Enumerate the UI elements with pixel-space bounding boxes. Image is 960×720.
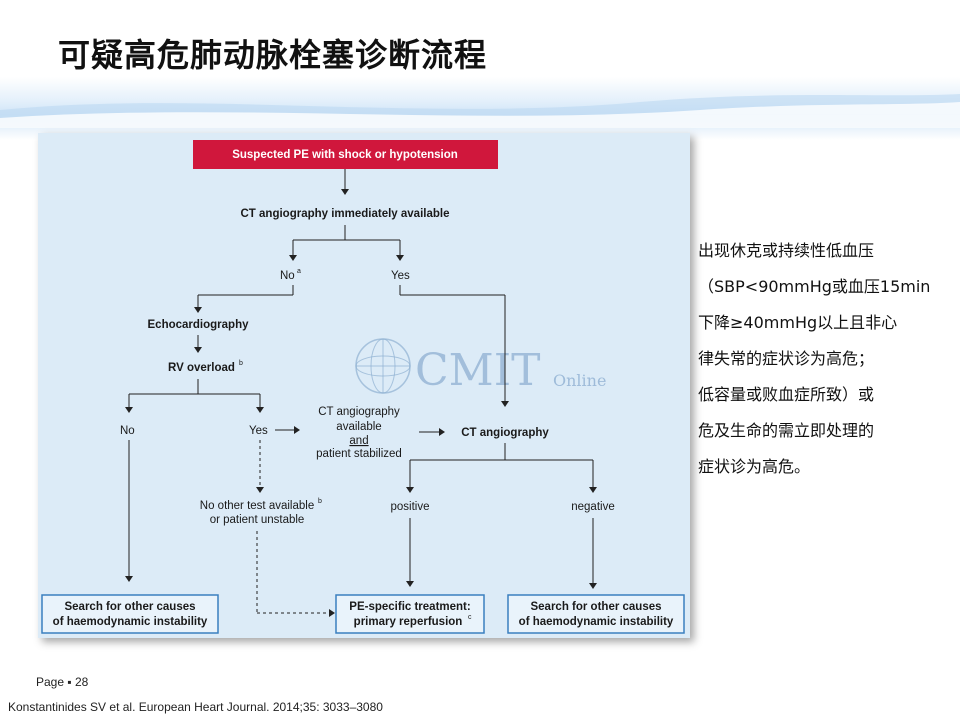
watermark-sub: Online — [553, 371, 606, 390]
side-note: 出现休克或持续性低血压 （SBP<90mmHg或血压15min 下降≥40mmH… — [698, 233, 948, 485]
start-box — [193, 140, 498, 169]
side-note-line: （SBP<90mmHg或血压15min — [698, 277, 931, 296]
arrowhead — [256, 407, 264, 413]
end-box-right — [507, 594, 685, 634]
end-box-right-line1: Search for other causes — [530, 601, 661, 613]
side-note-line: 出现休克或持续性低血压 — [698, 241, 875, 260]
end-box-middle — [335, 594, 485, 634]
arrowhead — [439, 428, 445, 436]
arrowhead — [406, 581, 414, 587]
arrowhead — [341, 189, 349, 195]
yes-label: Yes — [391, 270, 410, 282]
side-note-line: 低容量或败血症所致）或 — [698, 385, 875, 404]
end-box-middle-line2: primary reperfusion — [354, 616, 463, 628]
no-other-test-footnote: b — [318, 498, 322, 505]
arrowhead — [256, 487, 264, 493]
arrowhead — [589, 487, 597, 493]
ct-conditional-line1: CT angiography — [318, 406, 400, 418]
ct-conditional-line4: patient stabilized — [316, 448, 402, 460]
arrowhead — [125, 576, 133, 582]
ct-conditional-line3: and — [349, 435, 368, 447]
arrowhead — [396, 255, 404, 261]
end-box-left-line1: Search for other causes — [64, 601, 195, 613]
no-other-test-line2: or patient unstable — [210, 514, 305, 526]
side-note-line: 危及生命的需立即处理的 — [698, 421, 875, 440]
no-footnote: a — [297, 268, 301, 275]
end-box-right-line2: of haemodynamic instability — [519, 616, 674, 628]
end-box-left-line2: of haemodynamic instability — [53, 616, 208, 628]
positive-label: positive — [391, 501, 430, 513]
arrowhead — [194, 307, 202, 313]
arrowhead — [289, 255, 297, 261]
header-wave-decoration — [0, 94, 960, 128]
arrowhead — [194, 347, 202, 353]
arrowhead — [501, 401, 509, 407]
side-note-line: 下降≥40mmHg以上且非心 — [698, 313, 898, 332]
arrowhead — [589, 583, 597, 589]
ct-conditional-line2: available — [336, 421, 381, 433]
start-box-label: Suspected PE with shock or hypotension — [232, 149, 458, 161]
no2-label: No — [120, 425, 135, 437]
echocardiography-label: Echocardiography — [148, 319, 250, 331]
flowchart-figure: CMIT Online Suspected PE with shock or h… — [38, 133, 690, 638]
arrowhead — [406, 487, 414, 493]
rv-overload-label: RV overload — [168, 362, 235, 374]
slide-title: 可疑高危肺动脉栓塞诊断流程 — [58, 36, 488, 74]
rv-overload-footnote: b — [239, 360, 243, 367]
watermark-brand: CMIT — [415, 345, 540, 396]
negative-label: negative — [571, 501, 614, 513]
yes2-label: Yes — [249, 425, 268, 437]
citation: Konstantinides SV et al. European Heart … — [8, 700, 383, 714]
arrowhead — [125, 407, 133, 413]
globe-icon — [355, 338, 411, 394]
ct-available-label: CT angiography immediately available — [241, 208, 450, 220]
end-box-left — [41, 594, 219, 634]
ct-angiography-label: CT angiography — [461, 427, 549, 439]
watermark: CMIT Online — [355, 338, 606, 396]
arrowhead — [294, 426, 300, 434]
arrowhead — [329, 609, 335, 617]
flowchart-diagram: CMIT Online Suspected PE with shock or h… — [41, 140, 685, 634]
side-note-line: 律失常的症状诊为高危； — [698, 349, 875, 368]
no-other-test-line1: No other test available — [200, 500, 314, 512]
side-note-line: 症状诊为高危。 — [698, 457, 811, 476]
no-label: No — [280, 270, 295, 282]
page-number: Page ▪ 28 — [36, 675, 89, 689]
end-box-middle-line1: PE-specific treatment: — [349, 601, 470, 613]
end-box-middle-footnote: c — [468, 614, 472, 621]
